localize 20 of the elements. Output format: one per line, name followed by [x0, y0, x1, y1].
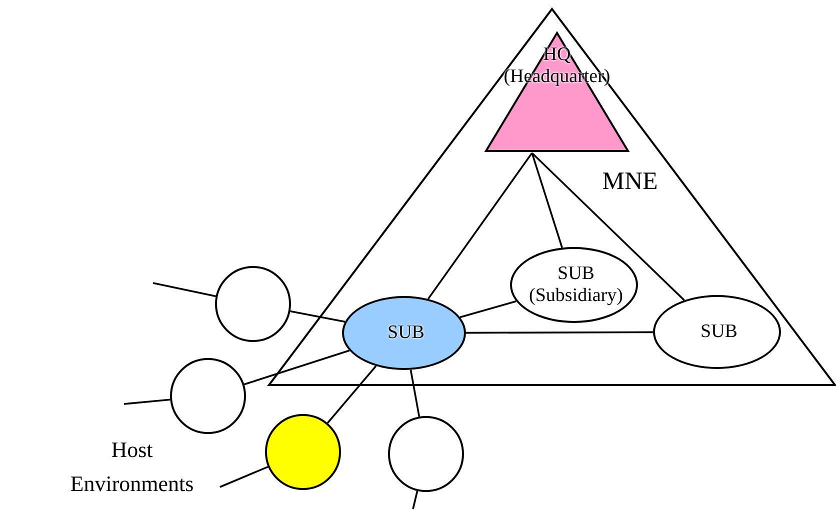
connector-line — [427, 152, 533, 300]
host-environments-label: Host Environments — [69, 436, 195, 498]
triangle-frame — [268, 8, 836, 386]
node-label: SUB — [386, 322, 426, 344]
diagram-label: MNE — [601, 168, 659, 197]
connector-line — [124, 398, 170, 405]
connector-line — [290, 310, 346, 323]
connector-line — [531, 152, 685, 301]
connector-line — [220, 466, 268, 488]
triangle-node — [485, 32, 629, 152]
connector-line — [531, 152, 563, 248]
node-label: SUB — [700, 321, 738, 343]
connector-line — [410, 370, 420, 417]
connector-line — [412, 490, 418, 510]
node-label: SUB (Subsidiary) — [528, 263, 624, 307]
connector-line — [460, 300, 516, 318]
connector-line — [244, 350, 350, 386]
connector-line — [326, 365, 377, 424]
connector-line — [152, 282, 216, 298]
connector-line — [466, 331, 653, 334]
